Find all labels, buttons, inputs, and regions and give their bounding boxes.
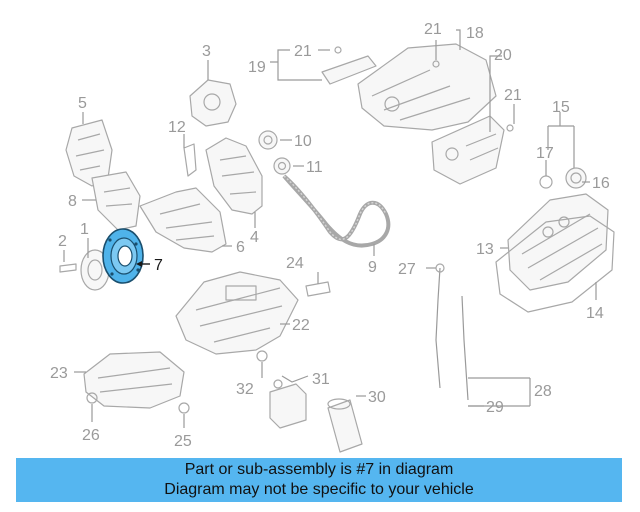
part-14-gasket — [495, 215, 615, 313]
label-14: 14 — [586, 305, 604, 322]
label-6: 6 — [236, 239, 245, 256]
banner-line-2: Diagram may not be specific to your vehi… — [164, 481, 474, 498]
part-27-dipstick — [435, 267, 441, 389]
part-25-plug — [178, 402, 190, 414]
part-31-filter-housing — [269, 383, 307, 429]
label-12: 12 — [168, 119, 186, 136]
label-5: 5 — [78, 95, 87, 112]
part-7-highlighted[interactable] — [102, 228, 144, 284]
label-29: 29 — [486, 399, 504, 416]
part-4-timing-cover — [205, 137, 263, 215]
part-10-pulley — [258, 130, 278, 150]
info-banner: Part or sub-assembly is #7 in diagram Di… — [16, 458, 622, 502]
label-11: 11 — [306, 159, 323, 176]
label-22: 22 — [292, 317, 310, 334]
label-10: 10 — [294, 133, 312, 150]
label-8: 8 — [68, 193, 77, 210]
label-4: 4 — [250, 229, 259, 246]
part-30-oil-filter — [327, 399, 363, 453]
label-15: 15 — [552, 99, 570, 116]
part-21-bolt-b — [432, 60, 440, 68]
part-9-timing-belt — [282, 174, 391, 248]
banner-line-1: Part or sub-assembly is #7 in diagram — [184, 461, 454, 478]
label-3: 3 — [202, 43, 211, 60]
label-13: 13 — [476, 241, 494, 258]
label-21b: 21 — [424, 21, 442, 38]
part-24-sensor — [305, 281, 331, 297]
label-28: 28 — [534, 383, 552, 400]
part-11-pulley — [273, 157, 291, 175]
label-31: 31 — [312, 371, 330, 388]
label-18: 18 — [466, 25, 484, 42]
part-32-plug — [256, 350, 268, 362]
label-25: 25 — [174, 433, 192, 450]
label-1: 1 — [80, 221, 89, 238]
part-12-bracket — [183, 143, 197, 177]
part-19-rail — [321, 55, 377, 85]
part-2-bolt — [59, 263, 77, 273]
part-28-dipstick-tube — [461, 295, 469, 401]
part-21-bolt-c — [506, 124, 514, 132]
label-19: 19 — [248, 59, 266, 76]
label-20: 20 — [494, 47, 512, 64]
part-20-manifold — [357, 43, 497, 131]
part-16-cap — [565, 167, 587, 189]
label-26: 26 — [82, 427, 100, 444]
label-9: 9 — [368, 259, 377, 276]
part-13-valve-cover — [507, 193, 609, 291]
part-22-oil-pan — [175, 271, 299, 355]
label-21a: 21 — [294, 43, 312, 60]
part-26-plug — [86, 392, 98, 404]
label-24: 24 — [286, 255, 304, 272]
label-17: 17 — [536, 145, 554, 162]
label-32: 32 — [236, 381, 254, 398]
part-8-lower-cover — [91, 171, 141, 231]
part-23-lower-pan — [83, 351, 185, 409]
label-21c: 21 — [504, 87, 522, 104]
label-7: 7 — [154, 257, 163, 274]
part-21-bolt-a — [334, 46, 342, 54]
label-16: 16 — [592, 175, 610, 192]
label-23: 23 — [50, 365, 68, 382]
label-30: 30 — [368, 389, 386, 406]
label-27: 27 — [398, 261, 416, 278]
part-17-seal — [539, 175, 553, 189]
label-2: 2 — [58, 233, 67, 250]
part-3-cover — [189, 79, 237, 127]
part-6-timing-cover — [139, 187, 227, 253]
